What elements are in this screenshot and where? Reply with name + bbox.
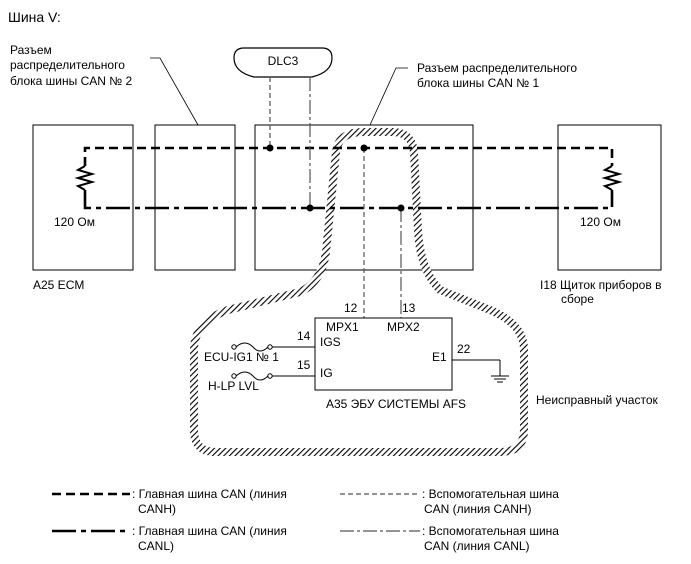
pin-14-number: 14: [297, 329, 311, 343]
legend-main-canh-line1: : Главная шина CAN (линия: [132, 487, 287, 501]
junction-dot: [266, 144, 274, 152]
ecm-terminating-resistor: [74, 165, 96, 191]
svg-text:блока шины CAN № 1: блока шины CAN № 1: [417, 76, 539, 90]
junction-dot: [306, 204, 314, 212]
ground-icon: [452, 359, 509, 383]
svg-text:Разъем: Разъем: [10, 43, 52, 57]
pin-12-number: 12: [344, 301, 358, 315]
pin-15-number: 15: [297, 358, 311, 372]
pin-e1-name: E1: [432, 350, 447, 364]
meter-resistor-label: 120 Ом: [580, 215, 621, 229]
fuse-ecu-ig1-label: ECU-IG1 № 1: [204, 350, 279, 364]
fault-area-outline: [190, 128, 528, 456]
junction-connector-2-leader: [150, 57, 199, 126]
junction-dot: [397, 204, 405, 212]
dlc3-label: DLC3: [268, 54, 299, 68]
fuse-hlp-lvl-label: H-LP LVL: [208, 379, 259, 393]
ecm-box: [32, 124, 134, 271]
meter-terminating-resistor: [601, 165, 623, 191]
pin-mpx1-name: MPX1: [326, 320, 359, 334]
main-canl-line: [83, 190, 614, 210]
legend-aux-canh-line1: : Вспомогательная шина: [422, 487, 559, 501]
afs-ecu-box: [314, 317, 453, 391]
legend-main-canh-line2: CANH): [138, 502, 176, 516]
pin-ig-name: IG: [320, 366, 333, 380]
svg-text:распределительного: распределительного: [10, 58, 125, 72]
ecm-resistor-label: 120 Ом: [54, 215, 95, 229]
igs-circuit: [231, 342, 315, 352]
legend-main-canl-line1: : Главная шина CAN (линия: [132, 524, 287, 538]
afs-ecu-name: A35 ЭБУ СИСТЕМЫ AFS: [326, 397, 466, 411]
legend-main-canl-line2: CANL): [138, 539, 174, 553]
pin-22-number: 22: [457, 342, 471, 356]
meter-box: [557, 124, 662, 271]
junction-dot: [360, 144, 368, 152]
meter-name-line2: сборе: [561, 292, 594, 306]
ecm-name: A25 ECM: [33, 278, 84, 292]
main-canh-line: [83, 146, 614, 166]
junction-connector-2-box: [154, 124, 236, 271]
legend: : Главная шина CAN (линия CANH) : Вспомо…: [52, 487, 559, 553]
legend-aux-canh-line2: CAN (линия CANH): [424, 502, 532, 516]
fault-area-label: Неисправный участок: [536, 393, 659, 407]
pin-13-number: 13: [402, 301, 416, 315]
legend-aux-canl-line1: : Вспомогательная шина: [422, 524, 559, 538]
meter-name-line1: I18 Щиток приборов в: [540, 278, 661, 292]
dlc3-connector: DLC3: [233, 47, 333, 78]
svg-text:блока шины CAN № 2: блока шины CAN № 2: [10, 74, 132, 88]
junction-connector-2-label: Разъем распределительного блока шины CAN…: [10, 43, 132, 88]
pin-mpx2-name: MPX2: [387, 320, 420, 334]
pin-igs-name: IGS: [320, 335, 341, 349]
svg-text:Разъем распределительного: Разъем распределительного: [417, 61, 577, 75]
ig-circuit: [231, 371, 315, 381]
junction-connector-1-label: Разъем распределительного блока шины CAN…: [417, 61, 577, 90]
junction-connector-1-leader: [369, 67, 408, 126]
legend-aux-canl-line2: CAN (линия CANL): [424, 539, 530, 553]
diagram-title: Шина V:: [8, 9, 61, 25]
